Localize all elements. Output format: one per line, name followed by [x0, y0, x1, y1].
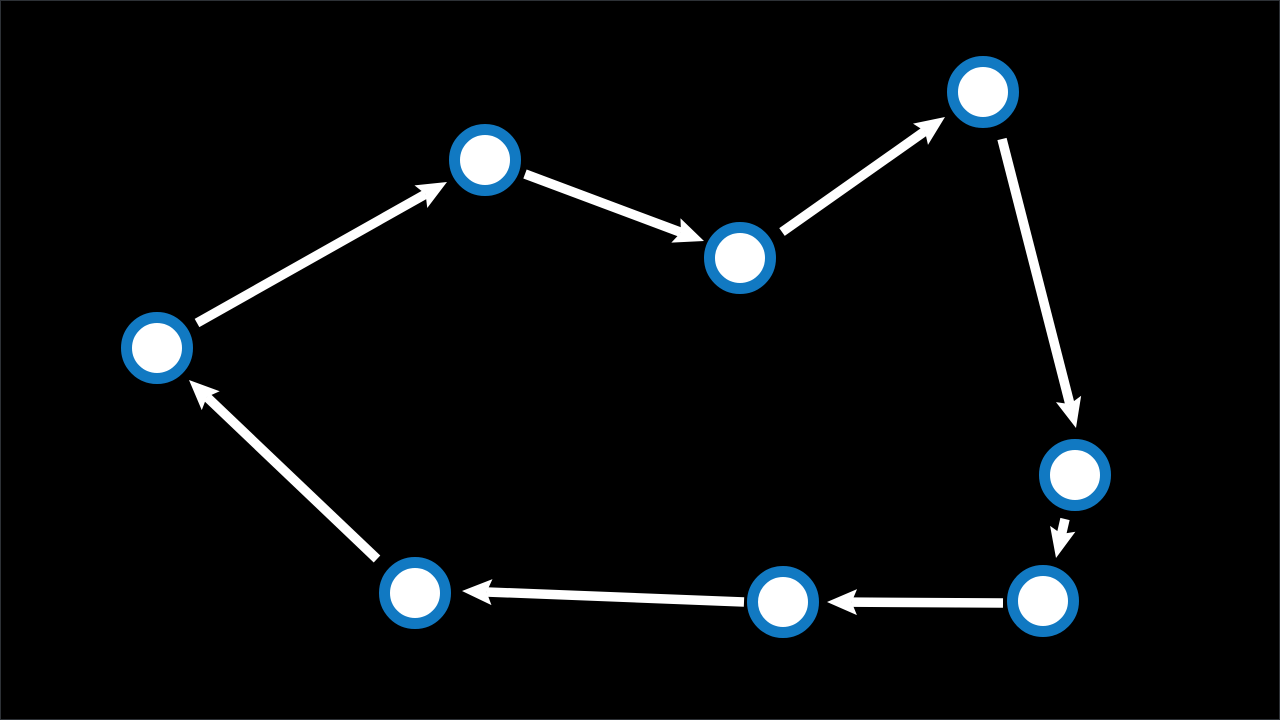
- node-middle: [704, 222, 776, 294]
- node-layer: [121, 56, 1111, 638]
- node-right: [1039, 439, 1111, 511]
- node-bottom-right: [1007, 565, 1079, 637]
- node-upper-left: [449, 124, 521, 196]
- arrowhead-node-top-right-to-node-right: [1055, 395, 1082, 428]
- node-bottom-left: [379, 557, 451, 629]
- edge-node-top-right-to-node-right: [997, 137, 1075, 406]
- arrowhead-node-left-to-node-upper-left: [414, 182, 447, 209]
- edge-node-middle-to-node-top-right: [779, 127, 928, 236]
- arrowhead-node-upper-left-to-node-middle: [671, 218, 704, 243]
- edge-node-upper-left-to-node-middle: [523, 169, 683, 237]
- edge-layer: [189, 117, 1082, 616]
- edge-node-bottom-left-to-node-left: [203, 393, 381, 563]
- node-top-right: [947, 56, 1019, 128]
- node-left: [121, 312, 193, 384]
- arrowhead-node-bottom-right-to-node-bottom-middle: [827, 589, 858, 616]
- arrowhead-node-middle-to-node-top-right: [912, 117, 945, 145]
- arrowhead-node-bottom-middle-to-node-bottom-left: [462, 579, 493, 606]
- edge-node-bottom-middle-to-node-bottom-left: [486, 587, 745, 607]
- edge-node-right-to-node-bottom-right: [1056, 517, 1070, 536]
- arrowhead-node-right-to-node-bottom-right: [1050, 525, 1076, 558]
- edge-node-bottom-right-to-node-bottom-middle: [851, 597, 1004, 608]
- edge-node-left-to-node-upper-left: [194, 189, 428, 328]
- arrowhead-node-bottom-left-to-node-left: [189, 380, 220, 411]
- node-bottom-middle: [747, 566, 819, 638]
